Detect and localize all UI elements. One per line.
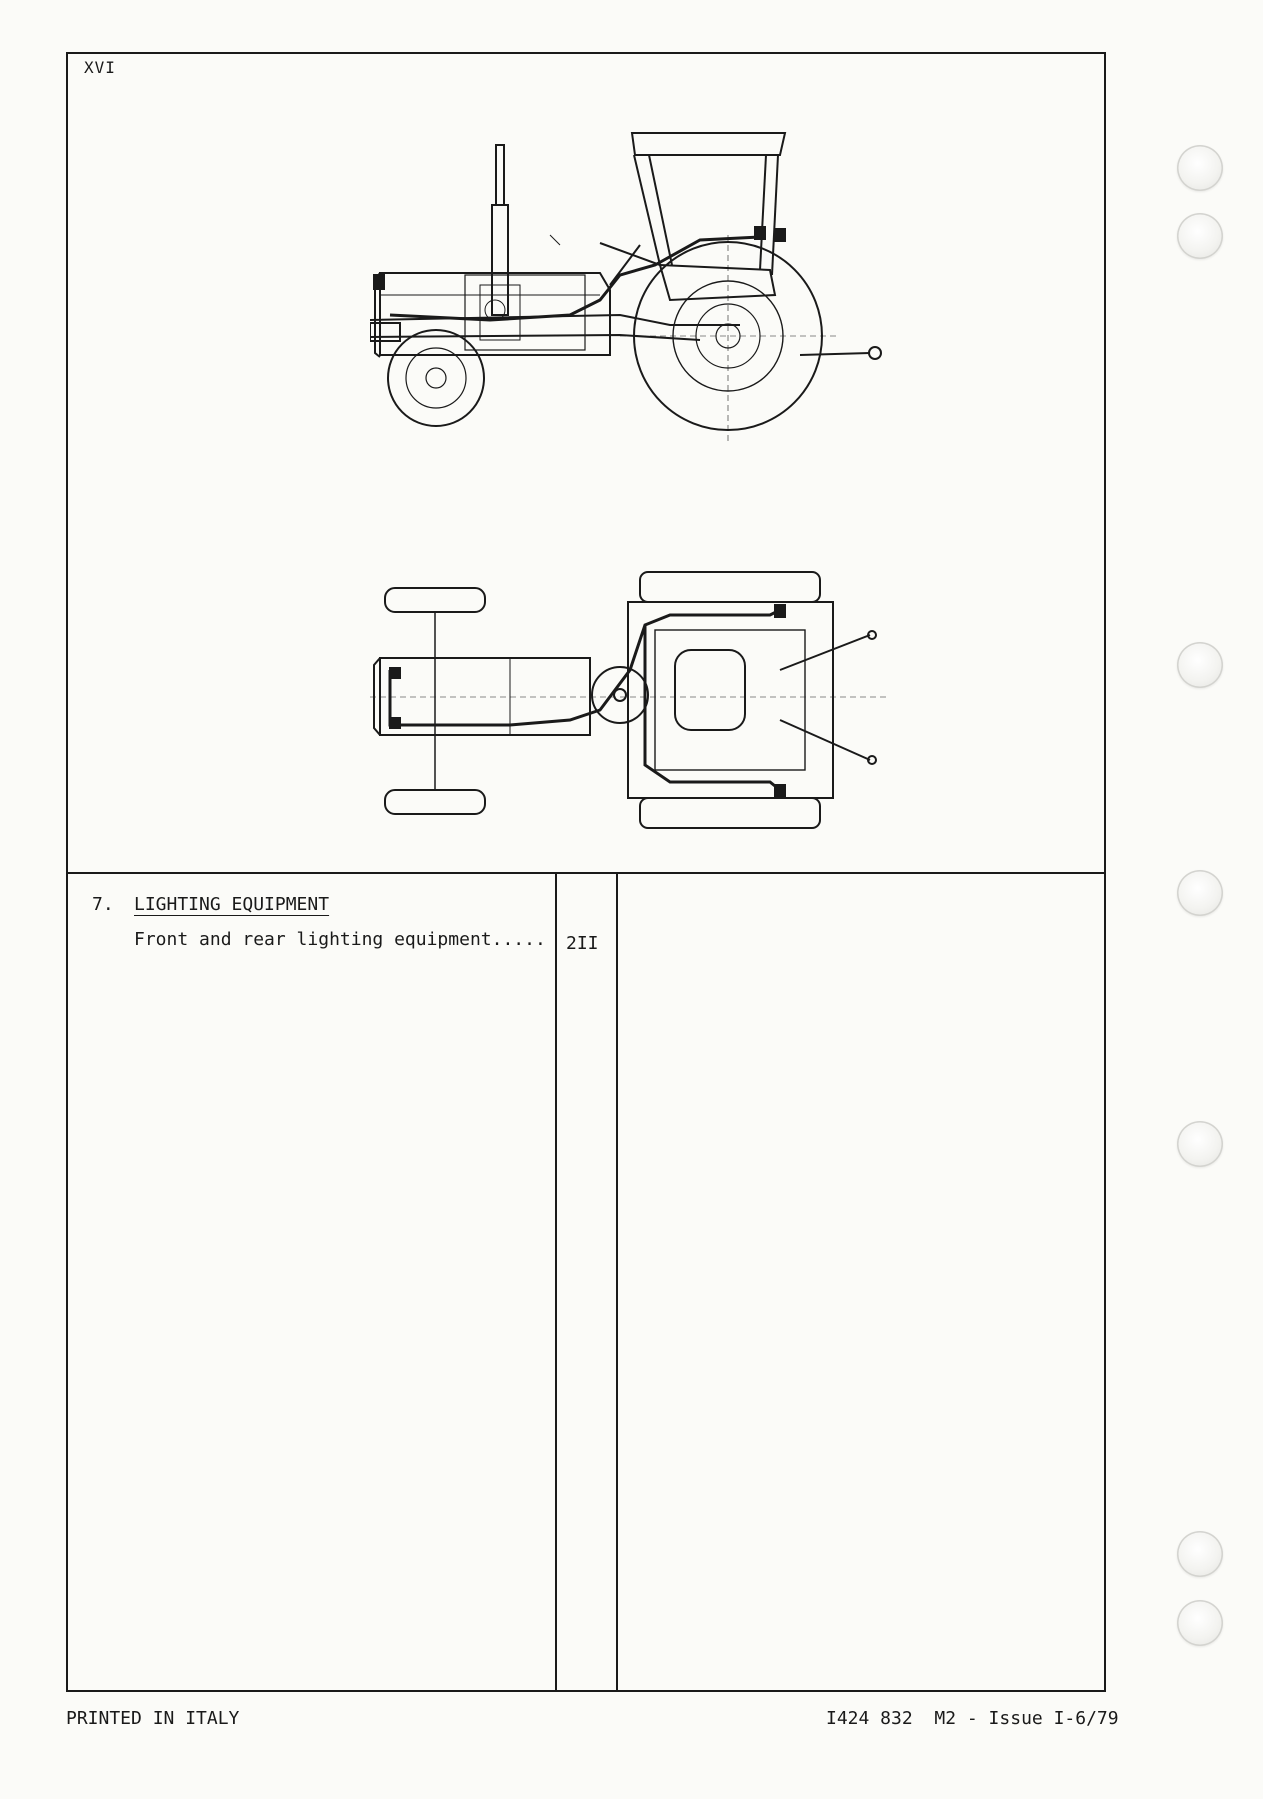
section-divider — [66, 872, 1106, 874]
footer-document-code: I424 832 M2 - Issue I-6/79 — [826, 1708, 1119, 1729]
footer-printed-in: PRINTED IN ITALY — [66, 1708, 240, 1729]
page-number: XVI — [84, 58, 116, 77]
punch-hole — [1177, 213, 1223, 259]
punch-hole — [1177, 642, 1223, 688]
toc-entry-text: Front and rear lighting equipment..... — [134, 929, 546, 950]
punch-hole — [1177, 145, 1223, 191]
toc-entry-page: 2II — [566, 933, 599, 954]
punch-hole — [1177, 1600, 1223, 1646]
punch-hole — [1177, 1531, 1223, 1577]
section-title: LIGHTING EQUIPMENT — [134, 894, 330, 915]
column-divider-left — [555, 872, 557, 1692]
section-number: 7. — [92, 894, 114, 915]
column-divider-right — [616, 872, 618, 1692]
tractor-top-view-drawing — [370, 571, 890, 829]
tractor-side-view-drawing — [370, 132, 882, 445]
punch-hole — [1177, 1121, 1223, 1167]
punch-hole — [1177, 870, 1223, 916]
